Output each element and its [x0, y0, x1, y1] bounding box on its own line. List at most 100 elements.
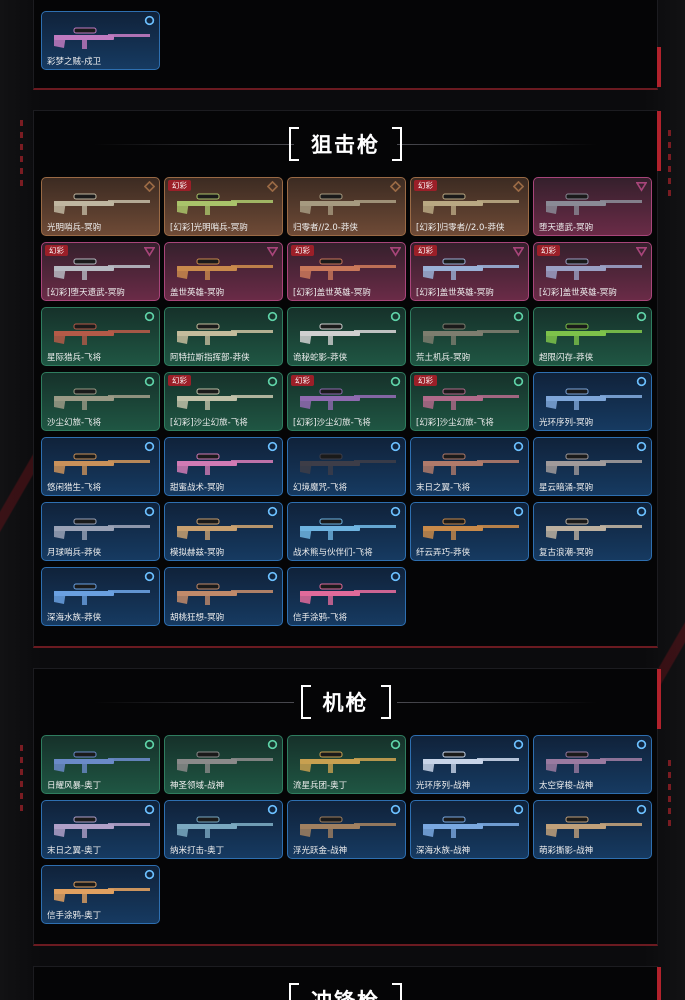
skin-name: 甜蜜战术-冥驹: [170, 483, 225, 493]
rarity-circle-icon: [636, 739, 647, 750]
skin-card[interactable]: 末日之翼-飞将: [410, 437, 529, 496]
skin-name: 信手涂鸦-奥丁: [47, 911, 102, 921]
rarity-circle-icon: [390, 571, 401, 582]
skin-card[interactable]: 星云暗涌-冥驹: [533, 437, 652, 496]
skin-card[interactable]: 信手涂鸦-奥丁: [41, 865, 160, 924]
skin-card[interactable]: 幻彩[幻彩]沙尘幻旅-飞将: [287, 372, 406, 431]
rarity-circle-icon: [513, 311, 524, 322]
skin-card[interactable]: 荒土机兵-冥驹: [410, 307, 529, 366]
left-dash-decoration: [20, 120, 23, 190]
weapon-image: [177, 751, 273, 773]
skin-card[interactable]: 信手涂鸦-飞将: [287, 567, 406, 626]
tag-badge: 幻彩: [414, 375, 437, 386]
skin-card[interactable]: 光明哨兵-冥驹: [41, 177, 160, 236]
skin-card[interactable]: 复古浪潮-冥驹: [533, 502, 652, 561]
tag-badge: 幻彩: [168, 180, 191, 191]
skin-name: [幻彩]盖世英雄-冥驹: [416, 288, 494, 298]
rarity-star-icon: [513, 181, 524, 192]
skin-grid: 光明哨兵-冥驹 幻彩[幻彩]光明哨兵-冥驹 归零者//2.0-莽侠 幻彩[幻彩]…: [41, 177, 652, 626]
skin-card[interactable]: 末日之翼-奥丁: [41, 800, 160, 859]
skin-card[interactable]: 幻彩[幻彩]光明哨兵-冥驹: [164, 177, 283, 236]
skin-name: 深海水族-莽侠: [47, 613, 102, 623]
skin-card[interactable]: 幻彩[幻彩]盖世英雄-冥驹: [287, 242, 406, 301]
skin-card[interactable]: 深海水族-莽侠: [41, 567, 160, 626]
skin-card[interactable]: 幻彩 [幻彩]归零者//2.0-莽侠: [410, 177, 529, 236]
rarity-circle-icon: [144, 869, 155, 880]
skin-card[interactable]: 日耀风暴-奥丁: [41, 735, 160, 794]
skin-name: 信手涂鸦-飞将: [293, 613, 348, 623]
tag-badge: 幻彩: [45, 245, 68, 256]
weapon-image: [177, 388, 273, 410]
section-header: 冲锋枪: [34, 967, 657, 1000]
skin-card[interactable]: 光环序列-战神: [410, 735, 529, 794]
skin-card[interactable]: 太空穿梭-战神: [533, 735, 652, 794]
skin-card[interactable]: 胡桃狂想-冥驹: [164, 567, 283, 626]
section-panel-machinegun: 机枪 日耀风暴-奥丁 神圣领域-战神 流星兵团-奥丁 光环序列-战神 太空穿梭-…: [33, 668, 661, 946]
skin-card[interactable]: 幻彩[幻彩]盖世英雄-冥驹: [410, 242, 529, 301]
skin-name: [幻彩]盖世英雄-冥驹: [293, 288, 371, 298]
skin-card[interactable]: 幻彩[幻彩]沙尘幻旅-飞将: [410, 372, 529, 431]
skin-grid: 日耀风暴-奥丁 神圣领域-战神 流星兵团-奥丁 光环序列-战神 太空穿梭-战神 …: [41, 735, 652, 924]
skin-card[interactable]: 堕天遗武-冥驹: [533, 177, 652, 236]
weapon-image: [546, 388, 642, 410]
skin-name: [幻彩]堕天遗武-冥驹: [47, 288, 125, 298]
skin-card[interactable]: 悠闲猎生-飞将: [41, 437, 160, 496]
weapon-image: [300, 388, 396, 410]
weapon-image: [423, 258, 519, 280]
rarity-circle-icon: [144, 15, 155, 26]
skin-card[interactable]: 流星兵团-奥丁: [287, 735, 406, 794]
skin-name: 末日之翼-飞将: [416, 483, 471, 493]
section-title: 狙击枪: [311, 132, 380, 157]
skin-card[interactable]: 诡秘蛇影-莽侠: [287, 307, 406, 366]
skin-card[interactable]: 月球哨兵-莽侠: [41, 502, 160, 561]
tag-badge: 幻彩: [414, 180, 437, 191]
weapon-image: [54, 193, 150, 215]
weapon-image: [300, 518, 396, 540]
skin-card[interactable]: 归零者//2.0-莽侠: [287, 177, 406, 236]
skin-card[interactable]: 萌彩撕影-战神: [533, 800, 652, 859]
section-panel-top: 彩梦之贼-戍卫: [33, 0, 661, 90]
skin-card[interactable]: 甜蜜战术-冥驹: [164, 437, 283, 496]
skin-card[interactable]: 幻境魔咒-飞将: [287, 437, 406, 496]
skin-card[interactable]: 阿特拉斯指挥部-莽侠: [164, 307, 283, 366]
skin-name: [幻彩]归零者//2.0-莽侠: [416, 223, 505, 233]
skin-name: 星云暗涌-冥驹: [539, 483, 594, 493]
rarity-triangle-icon: [636, 247, 647, 257]
weapon-image: [546, 323, 642, 345]
rarity-circle-icon: [267, 376, 278, 387]
skin-card[interactable]: 神圣领域-战神: [164, 735, 283, 794]
skin-card[interactable]: 战术熊与伙伴们-飞将: [287, 502, 406, 561]
skin-card[interactable]: 幻彩[幻彩]沙尘幻旅-飞将: [164, 372, 283, 431]
skin-card[interactable]: 光环序列-冥驹: [533, 372, 652, 431]
rarity-circle-icon: [513, 506, 524, 517]
weapon-image: [54, 388, 150, 410]
skin-name: 浮光跃金-战神: [293, 846, 348, 856]
skin-card[interactable]: 幻彩 [幻彩]堕天遗武-冥驹: [41, 242, 160, 301]
skin-card[interactable]: 纳米打击-奥丁: [164, 800, 283, 859]
skin-card[interactable]: 深海水族-战神: [410, 800, 529, 859]
skin-card[interactable]: 星际猎兵-飞将: [41, 307, 160, 366]
rarity-circle-icon: [390, 376, 401, 387]
skin-card[interactable]: 纤云弄巧-莽侠: [410, 502, 529, 561]
skin-card[interactable]: 盖世英雄-冥驹: [164, 242, 283, 301]
skin-name: 胡桃狂想-冥驹: [170, 613, 225, 623]
section-panel-smg: 冲锋枪: [33, 966, 661, 1000]
skin-card[interactable]: 模拟赫兹-冥驹: [164, 502, 283, 561]
skin-name: [幻彩]沙尘幻旅-飞将: [293, 418, 371, 428]
rarity-circle-icon: [267, 739, 278, 750]
skin-name: 彩梦之贼-戍卫: [47, 57, 102, 67]
weapon-image: [546, 518, 642, 540]
skin-card[interactable]: 沙尘幻旅-飞将: [41, 372, 160, 431]
weapon-image: [546, 258, 642, 280]
skin-card[interactable]: 超限闪存-莽侠: [533, 307, 652, 366]
rarity-circle-icon: [144, 739, 155, 750]
weapon-image: [300, 751, 396, 773]
weapon-image: [300, 258, 396, 280]
rarity-circle-icon: [267, 441, 278, 452]
skin-card[interactable]: 彩梦之贼-戍卫: [41, 11, 160, 70]
rarity-circle-icon: [513, 739, 524, 750]
rarity-star-icon: [144, 181, 155, 192]
tag-badge: 幻彩: [168, 375, 191, 386]
skin-card[interactable]: 浮光跃金-战神: [287, 800, 406, 859]
skin-card[interactable]: 幻彩[幻彩]盖世英雄-冥驹: [533, 242, 652, 301]
